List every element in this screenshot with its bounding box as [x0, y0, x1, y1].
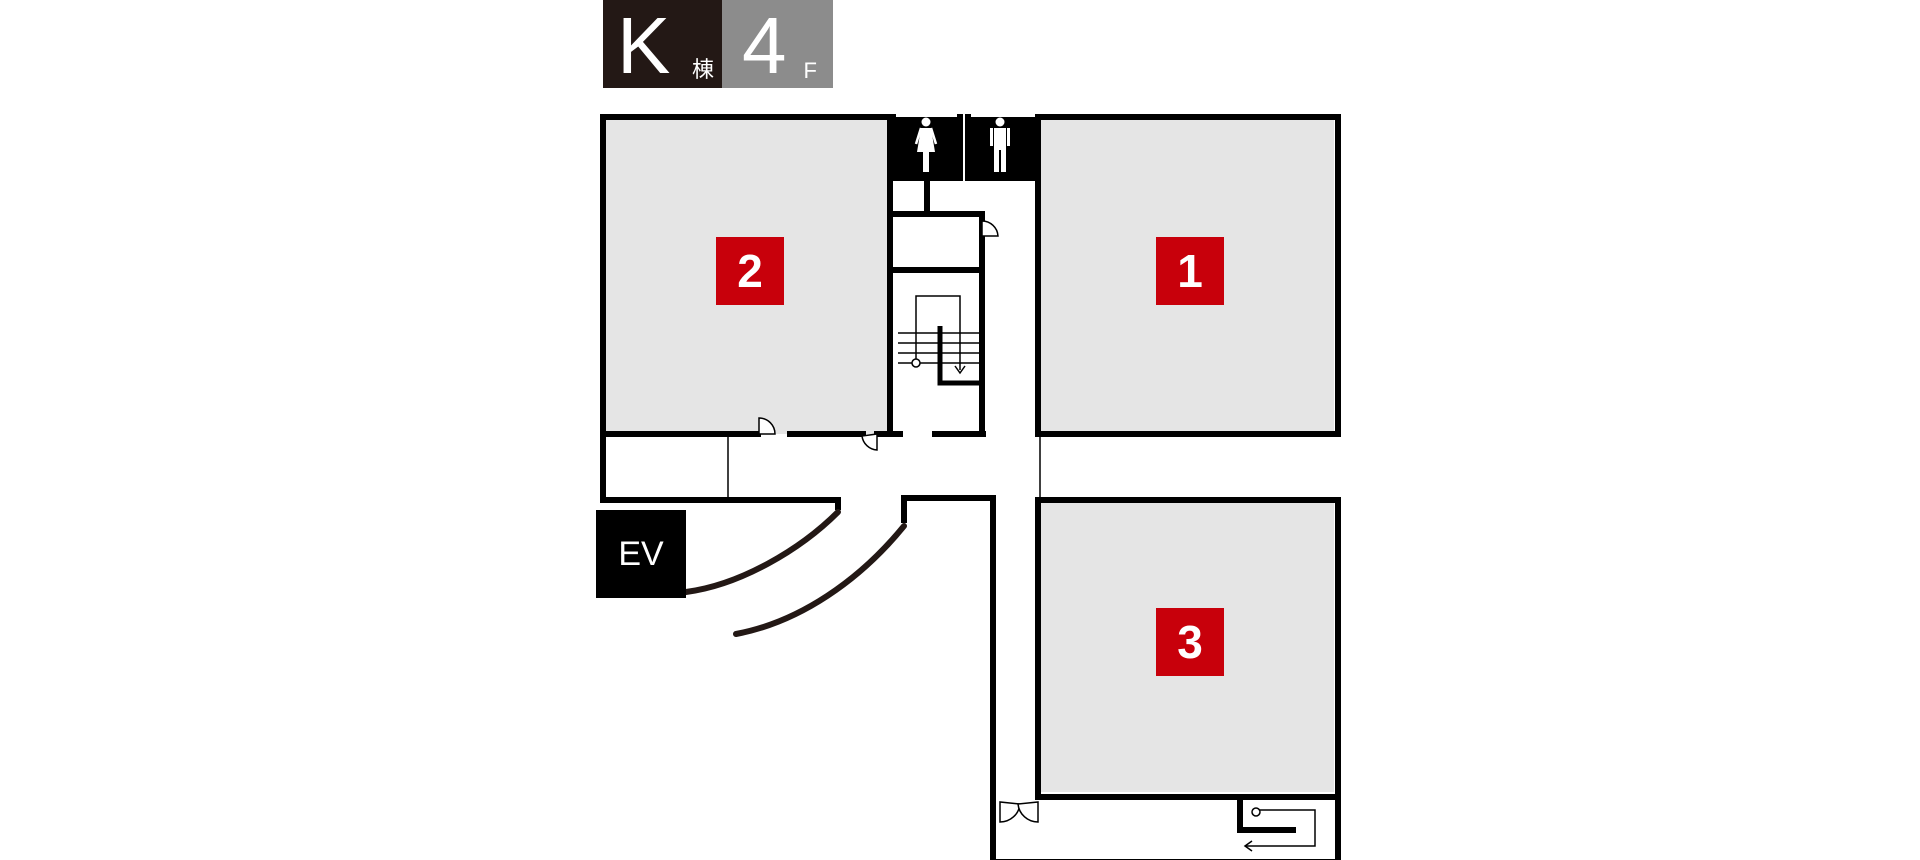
door-swing-icon	[758, 220, 1039, 823]
floor-number: 4	[742, 1, 787, 90]
room-label-1[interactable]: 1	[1156, 237, 1224, 305]
stairs-icon	[898, 295, 1316, 852]
room-label-2[interactable]: 2	[716, 237, 784, 305]
floor-badge: 4 F	[722, 0, 833, 88]
building-badge: K 棟	[603, 0, 722, 88]
male-restroom-icon	[990, 117, 1010, 172]
elevator[interactable]: EV	[596, 510, 686, 598]
building-suffix: 棟	[691, 58, 714, 83]
room-label-3[interactable]: 3	[1156, 608, 1224, 676]
building-letter: K	[617, 1, 671, 90]
curved-corridor	[683, 509, 907, 637]
female-restroom-icon	[914, 117, 938, 172]
floor-suffix: F	[803, 58, 817, 83]
